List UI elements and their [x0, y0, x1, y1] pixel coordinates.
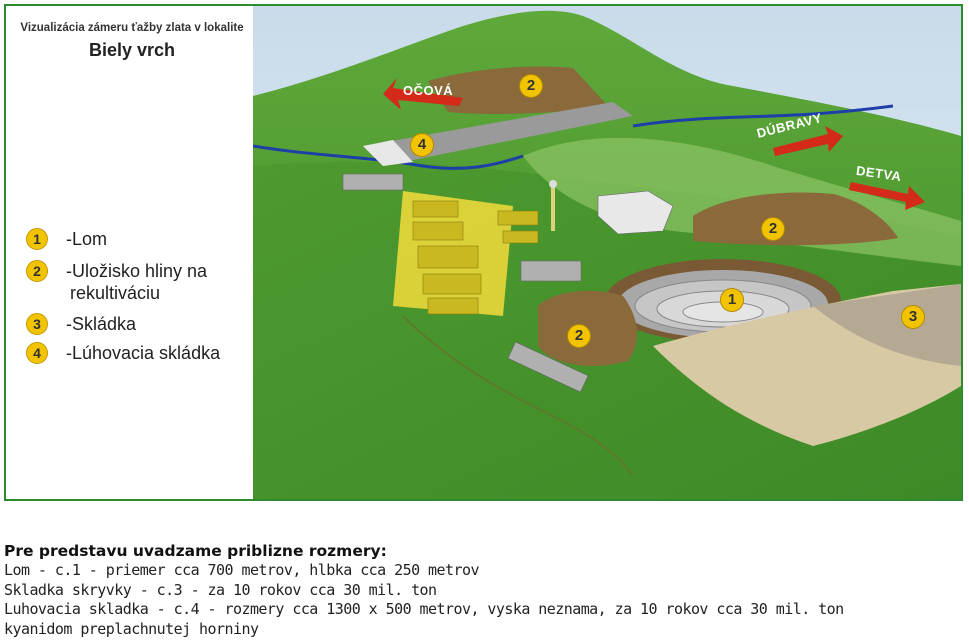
grey-buildings	[342, 173, 674, 393]
dimensions-caption: Pre predstavu uvadzame priblizne rozmery…	[4, 541, 964, 639]
legend-label-ulozisko-cont: rekultiváciu	[70, 283, 161, 303]
dump-right	[693, 192, 898, 246]
legend-badge-2: 2	[26, 260, 48, 282]
arrow-dubravy	[773, 126, 843, 156]
tailings-top	[813, 284, 961, 366]
road	[402, 315, 634, 477]
caption-line-skladka: Skladka skryvky - c.3 - za 10 rokov cca …	[4, 580, 437, 599]
arrow-ocova	[383, 78, 463, 110]
marker-ulozisko-front: 2	[567, 324, 591, 348]
tower	[551, 186, 555, 231]
legend-badge-1: 1	[26, 228, 48, 250]
map-title: Vizualizácia zámeru ťažby zlata v lokali…	[20, 22, 244, 34]
plant-buildings	[412, 200, 539, 315]
legend-panel: Vizualizácia zámeru ťažby zlata v lokali…	[6, 6, 253, 499]
marker-skladka: 3	[901, 305, 925, 329]
map-location: Biely vrch	[88, 40, 176, 60]
legend-label-skladka: -Skládka	[66, 314, 137, 334]
tower-top	[549, 180, 557, 188]
arrow-detva	[849, 182, 925, 210]
marker-ulozisko-top: 2	[519, 74, 543, 98]
caption-heading: Pre predstavu uvadzame priblizne rozmery…	[4, 542, 387, 560]
legend-badge-4: 4	[26, 342, 48, 364]
legend-label-ulozisko: -Uložisko hliny na	[66, 261, 208, 281]
marker-ulozisko-right: 2	[761, 217, 785, 241]
legend-label-luhovacia: -Lúhovacia skládka	[66, 343, 221, 363]
marker-luhovacia: 4	[410, 133, 434, 157]
stream-left	[253, 144, 524, 170]
legend-badge-3: 3	[26, 313, 48, 335]
direction-ocova: OČOVÁ	[403, 83, 454, 98]
caption-line-luhovacia: Luhovacia skladka - c.4 - rozmery cca 13…	[4, 600, 844, 619]
marker-lom: 1	[720, 288, 744, 312]
terrain-visualization: OČOVÁ DÚBRAVY DETVA 2 4 2 1 2 3	[253, 6, 961, 499]
dump-top	[428, 66, 608, 114]
terrain-svg	[253, 6, 961, 499]
legend-label-lom: -Lom	[66, 229, 108, 249]
caption-line-kyanid: kyanidom preplachnutej horniny	[4, 619, 259, 638]
caption-line-lom: Lom - c.1 - priemer cca 700 metrov, hlbk…	[4, 561, 479, 579]
map-frame: Vizualizácia zámeru ťažby zlata v lokali…	[4, 4, 963, 501]
stream-right	[632, 104, 894, 128]
leach-pad-end	[363, 140, 413, 166]
